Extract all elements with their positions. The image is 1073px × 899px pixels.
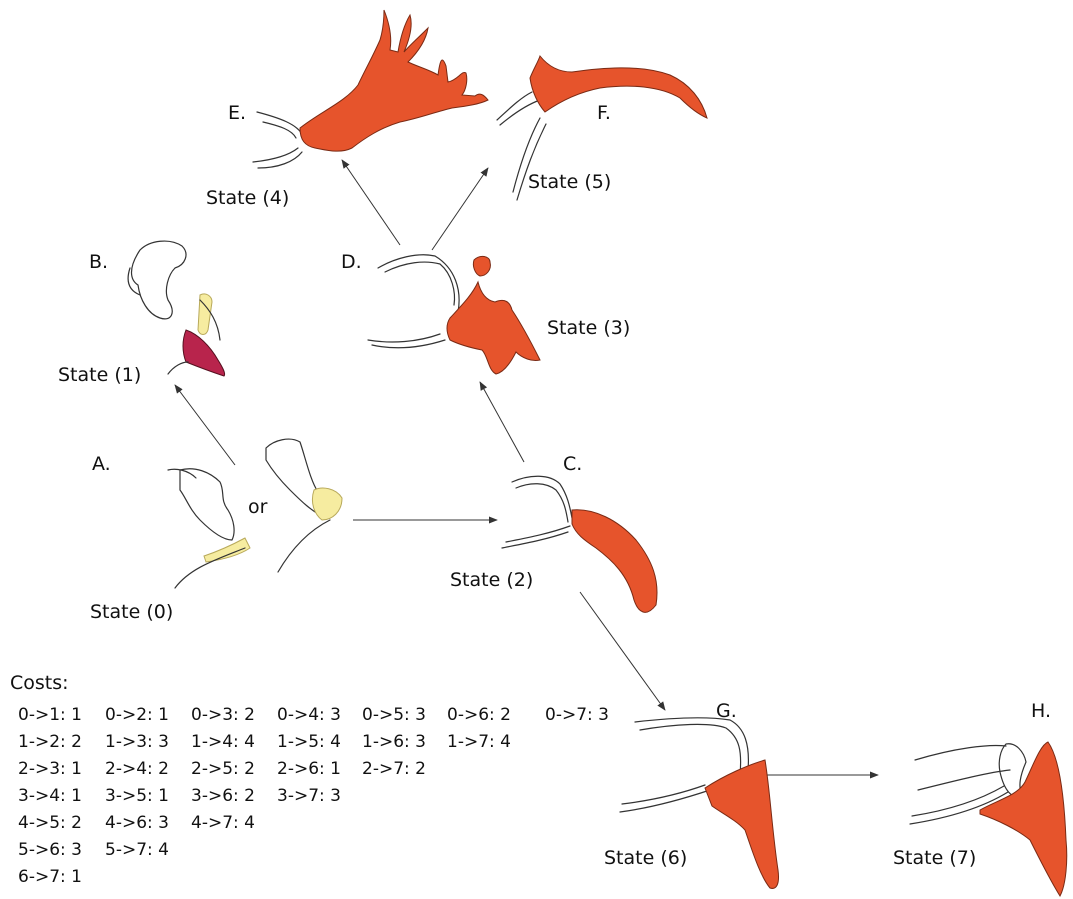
cost-entry: 5->6: 3	[18, 840, 82, 860]
label-h: H.	[1031, 700, 1051, 722]
cost-entry: 0->5: 3	[362, 705, 426, 725]
cost-rows: 0->1: 1 0->2: 1 0->3: 2 0->4: 3 0->5: 3 0->6:…	[18, 705, 609, 887]
arrow-a-to-b	[174, 384, 236, 466]
cost-entry: 6->7: 1	[18, 867, 82, 887]
state-4: State (4)	[206, 187, 289, 209]
cost-entry: 1->4: 4	[191, 732, 255, 752]
cost-entry: 2->6: 1	[277, 759, 341, 779]
label-or: or	[248, 496, 268, 518]
label-a: A.	[92, 453, 111, 475]
cost-entry: 4->5: 2	[18, 813, 82, 833]
cost-entry: 1->5: 4	[277, 732, 341, 752]
state-0: State (0)	[90, 601, 173, 623]
arrow-d-to-e	[341, 159, 401, 246]
cost-entry: 0->3: 2	[191, 705, 255, 725]
figure-a	[167, 438, 343, 589]
state-6: State (6)	[604, 847, 687, 869]
cost-entry: 0->2: 1	[105, 705, 169, 725]
figure-h	[909, 741, 1068, 897]
figure-g	[619, 717, 779, 889]
cost-entry: 2->5: 2	[191, 759, 255, 779]
cost-entry: 5->7: 4	[105, 840, 169, 860]
cost-entry: 1->3: 3	[105, 732, 169, 752]
cost-entry: 3->6: 2	[191, 786, 255, 806]
cost-entry: 0->4: 3	[277, 705, 341, 725]
cost-entry: 0->6: 2	[447, 705, 511, 725]
arrow-d-to-f	[431, 167, 489, 251]
figure-e-antler	[252, 9, 489, 169]
state-5: State (5)	[528, 171, 611, 193]
label-c: C.	[563, 453, 582, 475]
figure-b	[127, 240, 226, 377]
label-b: B.	[89, 251, 108, 273]
cost-entry: 3->4: 1	[18, 786, 82, 806]
state-1: State (1)	[58, 364, 141, 386]
arrow-c-to-g	[579, 591, 666, 711]
label-g: G.	[716, 700, 737, 722]
cost-entry: 4->6: 3	[105, 813, 169, 833]
figure-d	[367, 254, 541, 375]
label-f: F.	[597, 102, 611, 124]
state-7: State (7)	[893, 847, 976, 869]
cost-entry: 2->3: 1	[18, 759, 82, 779]
cost-entry: 3->7: 3	[277, 786, 341, 806]
cost-entry: 2->4: 2	[105, 759, 169, 779]
figure-c	[501, 475, 658, 613]
cost-entry: 1->7: 4	[447, 732, 511, 752]
label-d: D.	[341, 251, 362, 273]
cost-entry: 4->7: 4	[191, 813, 255, 833]
cost-entry: 2->7: 2	[362, 759, 426, 779]
costs-table: Costs: 0->1: 1 0->2: 1 0->3: 2 0->4: 3 0->5:…	[10, 672, 609, 887]
cost-entry: 1->2: 2	[18, 732, 82, 752]
state-2: State (2)	[450, 569, 533, 591]
cost-entry: 3->5: 1	[105, 786, 169, 806]
costs-title: Costs:	[10, 672, 69, 694]
state-3: State (3)	[547, 317, 630, 339]
cost-entry: 0->1: 1	[18, 705, 82, 725]
arrow-c-to-d	[479, 381, 525, 463]
label-e: E.	[228, 102, 246, 124]
cost-entry: 1->6: 3	[362, 732, 426, 752]
cost-entry: 0->7: 3	[545, 705, 609, 725]
figure-f-horn	[496, 54, 708, 201]
